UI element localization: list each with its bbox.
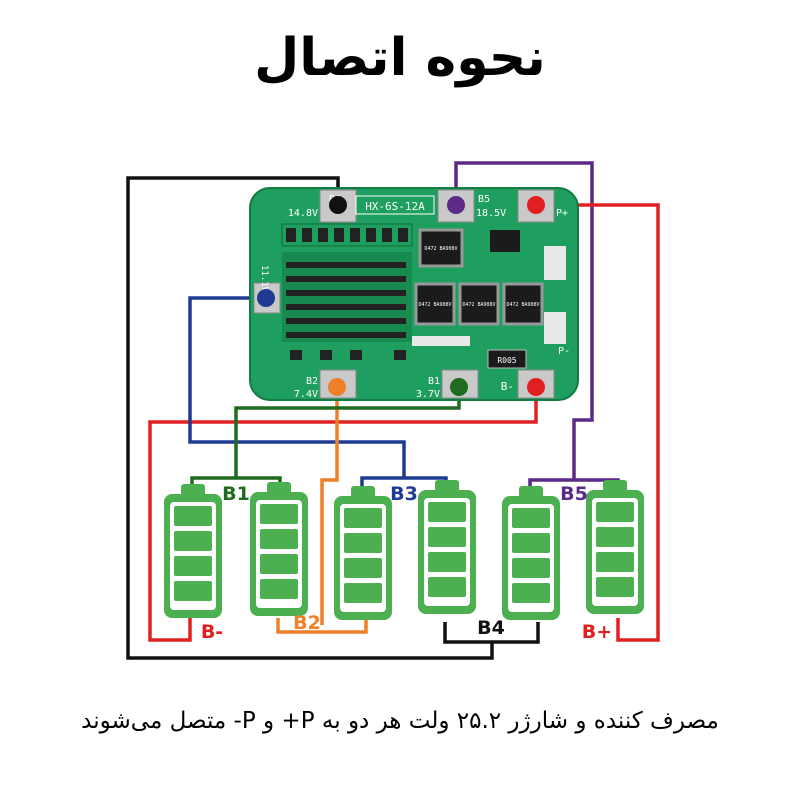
- wire-b1: [234, 388, 461, 478]
- caption: مصرف کننده و شارژر ۲۵.۲ ولت هر دو به P+ …: [81, 708, 719, 734]
- label-b4: B4: [477, 617, 505, 639]
- label-b-plus: B+: [582, 621, 612, 643]
- dot-b5: [447, 196, 465, 214]
- label-b-minus: B-: [201, 621, 223, 643]
- battery-cell: [586, 480, 644, 614]
- chip-top: [418, 228, 464, 268]
- battery-cell: [334, 486, 392, 620]
- wire-b5: [454, 161, 594, 480]
- bms-board: B4 14.8V HX-6S-12A B5 18.5V P+ 11.1V B2 …: [249, 187, 579, 401]
- board-label-b4-voltage: 14.8V: [288, 208, 318, 219]
- board-label-b-minus: B-: [501, 380, 514, 393]
- resistor: [487, 349, 527, 369]
- wire-b-plus: [536, 203, 660, 642]
- pad-b4: [319, 189, 357, 223]
- board-label-b1: B1: [428, 376, 440, 387]
- label-b5: B5: [560, 483, 588, 505]
- battery-cell: [164, 484, 222, 618]
- chip-3-label: D472 BA908V: [506, 302, 539, 308]
- board-label-b5: B5: [478, 194, 490, 205]
- wire-b-minus: [148, 388, 538, 642]
- label-b2: B2: [293, 612, 321, 634]
- dot-b2: [328, 378, 346, 396]
- board-label-b5-voltage: 18.5V: [476, 208, 506, 219]
- battery-cell: [418, 480, 476, 614]
- battery-cell: [250, 482, 308, 616]
- board-label-b2: B2: [306, 376, 318, 387]
- dot-b1: [450, 378, 468, 396]
- dot-p-plus: [527, 196, 545, 214]
- board-label-p-plus: P+: [556, 208, 568, 219]
- wire-b4: [126, 176, 494, 660]
- resistor-label: R005: [497, 356, 516, 365]
- chip-2-label: D472 BA908V: [462, 302, 495, 308]
- chip-1-label: D472 BA908V: [418, 302, 451, 308]
- bracket-b2: [276, 618, 368, 634]
- battery-pack: [164, 480, 644, 620]
- chip-3: [502, 282, 544, 326]
- chip-2: [458, 282, 500, 326]
- dot-b4: [329, 196, 347, 214]
- board-label-p-minus: P-: [558, 346, 570, 357]
- board-label-b1-voltage: 3.7V: [416, 389, 440, 400]
- chip-1: [414, 282, 456, 326]
- component-grid: [281, 223, 470, 360]
- chip-top-label: D472 BA908V: [424, 246, 457, 252]
- wire-b2: [320, 388, 339, 625]
- board-label-b2-voltage: 7.4V: [294, 389, 318, 400]
- board-label-side-voltage: 11.1V: [259, 265, 269, 293]
- wire-b3: [188, 296, 406, 478]
- dot-b-minus: [527, 378, 545, 396]
- dot-b3: [257, 289, 275, 307]
- bracket-b4: [443, 622, 540, 644]
- label-b3: B3: [390, 483, 418, 505]
- page-title: نحوه اتصال: [254, 28, 546, 88]
- board-model: HX-6S-12A: [365, 200, 425, 213]
- battery-cell: [502, 486, 560, 620]
- label-b1: B1: [222, 483, 250, 505]
